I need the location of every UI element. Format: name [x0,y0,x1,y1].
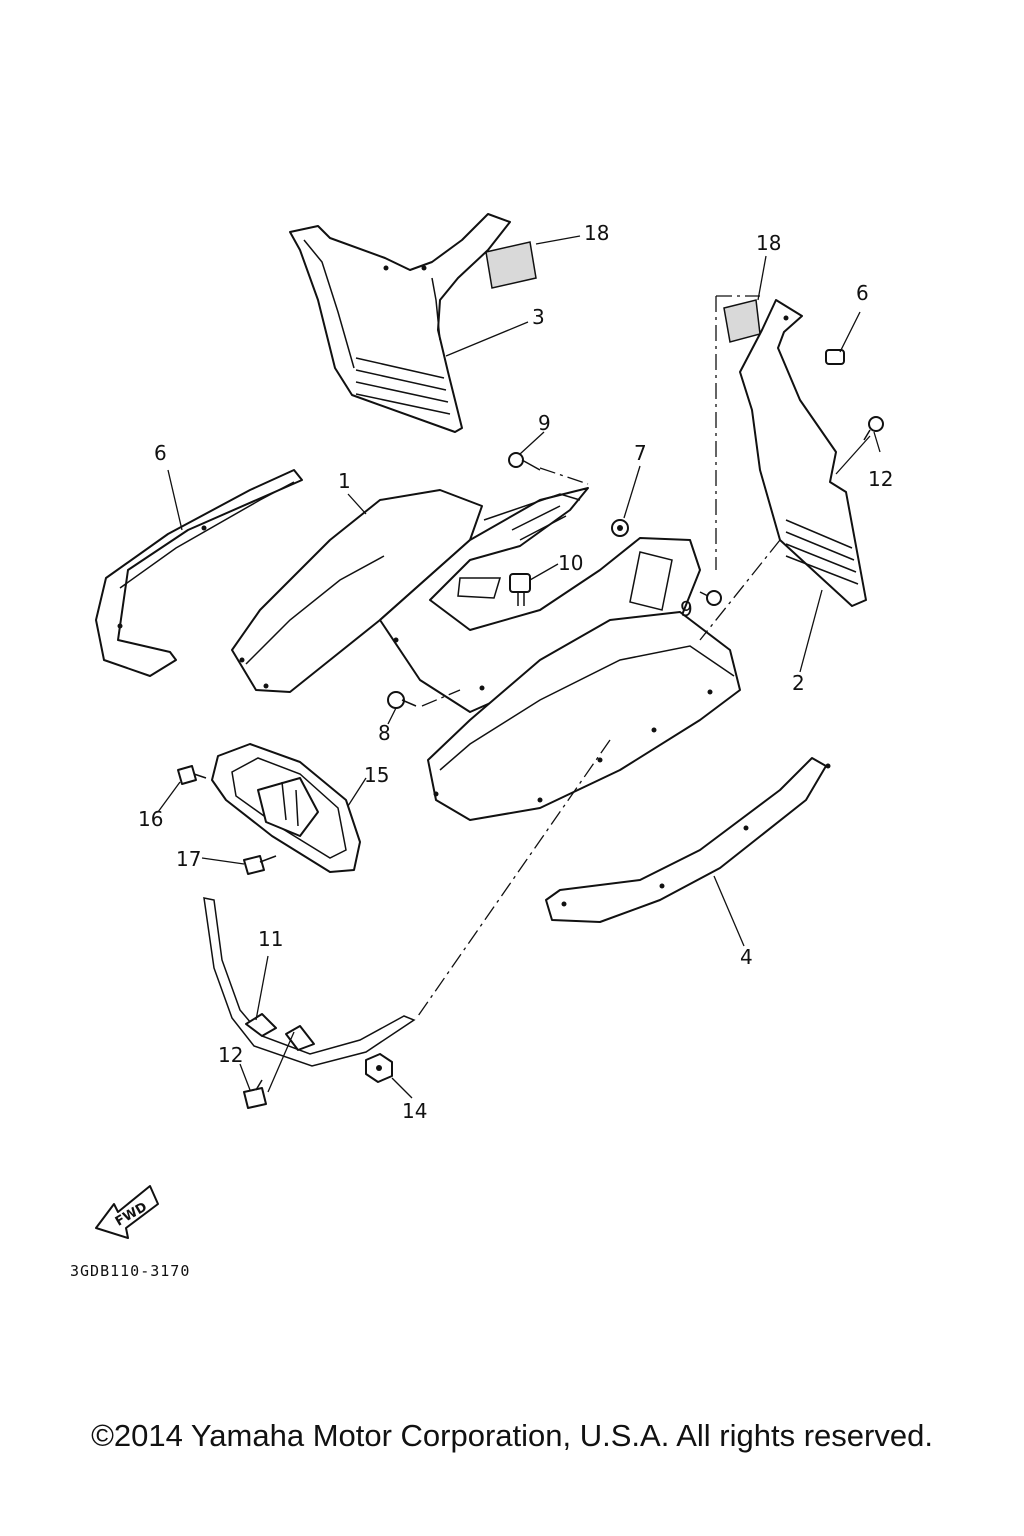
part-8-bolt [387,691,417,709]
callout-18-left: 18 [584,221,609,245]
callout-3: 3 [532,305,545,329]
part-4-flap-right [545,757,831,923]
callout-15: 15 [364,763,389,787]
callout-5: 6 [154,441,167,465]
drawing-code: 3GDB110-3170 [70,1262,191,1280]
part-16-bolt [177,765,207,785]
assembly-line [421,689,461,707]
callout-2: 2 [792,671,805,695]
callout-1: 1 [338,469,351,493]
part-1-rear-fender [231,487,741,821]
callout-12: 12 [218,1043,243,1067]
callout-9-right: 9 [680,597,693,621]
assembly-line [417,739,611,1017]
part-9-screw-right [699,590,722,606]
assembly-line [539,467,589,485]
part-17-bolt [243,855,277,875]
leader-7 [623,465,641,519]
leader-6 [839,311,861,353]
callout-8: 8 [378,721,391,745]
leader-12b [267,1031,295,1093]
callout-7: 7 [634,441,647,465]
callout-13: 12 [868,467,893,491]
leader-18-right [757,255,767,301]
leader-13b [835,435,871,475]
callout-14: 14 [402,1099,427,1123]
part-18-reflector-left [485,241,537,289]
leader-2 [799,589,823,673]
part-2-side-cover-right [739,299,867,607]
leader-4 [713,875,745,947]
leader-3 [445,321,529,357]
part-14-nut [365,1053,393,1083]
leader-18-left [535,235,581,245]
leader-9-upper [519,431,545,455]
callout-4: 4 [740,945,753,969]
leader-14 [391,1077,413,1099]
part-7-washer [611,519,629,537]
part-5-flap-left [95,469,303,677]
leader-15 [347,777,367,807]
part-13-screw [863,416,884,441]
part-11-guard [203,897,416,1067]
leader-1 [347,493,367,515]
assembly-line [699,539,781,641]
callout-9-upper: 9 [538,411,551,435]
part-18-reflector-right [723,299,761,343]
callout-10: 10 [558,551,583,575]
leader-12 [239,1063,251,1091]
callout-16: 16 [138,807,163,831]
part-10-bolt [509,573,531,606]
leader-16 [157,781,181,813]
part-15-bracket [211,743,361,873]
part-12-bolt [243,1079,267,1109]
leader-13 [873,431,881,453]
leader-10 [529,563,559,581]
copyright-notice: ©2014 Yamaha Motor Corporation, U.S.A. A… [91,1418,933,1453]
part-9-screw-upper [508,452,541,471]
callout-17: 17 [176,847,201,871]
leader-11 [255,955,269,1021]
leader-17 [201,857,245,865]
callout-6: 6 [856,281,869,305]
fwd-arrow-icon: FWD [95,1185,159,1239]
leader-5 [167,469,183,531]
leader-8 [387,707,397,725]
callout-11: 11 [258,927,283,951]
part-6-clip [825,349,845,365]
callout-18-right: 18 [756,231,781,255]
part-3-side-cover-left [289,213,511,433]
